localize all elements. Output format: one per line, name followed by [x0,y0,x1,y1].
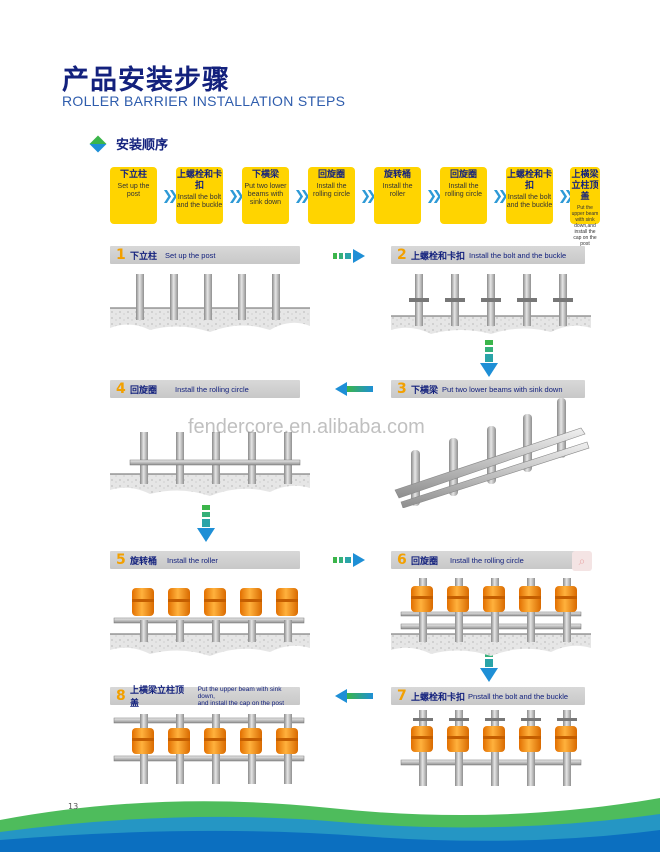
step-number: 7 [397,688,407,704]
flow-step: 下横梁 Put two lower beams with sink down [242,167,289,224]
step-title: 下立柱 [130,251,158,262]
step-title: 回旋圈 [411,556,439,567]
step-bar-6: 6 回旋圈 Install the rolling circle [391,551,585,569]
flow-step: 下立柱 Set up the post [110,167,157,224]
flow-step-title: 回旋圈 [317,170,345,180]
diamond-icon [89,135,107,152]
step-title: 上横梁立柱顶盖 [130,686,185,709]
flow-step-desc: Put two lower beams with sink down [244,183,287,206]
flow-step: 回旋圈 Install the rolling circle [440,167,487,224]
step-3-illustration [394,398,590,508]
step-number: 2 [397,247,407,263]
flow-step-desc: Put the upper beam with sink down,and in… [571,205,599,247]
step-title: 上螺栓和卡扣 [411,692,466,703]
arrow-right-icon [333,553,365,567]
flow-step-desc: Install the rolling circle [313,183,350,198]
step-number: 8 [116,688,126,704]
step-5-illustration [110,588,310,656]
arrow-right-icon [333,249,365,263]
footer-wave [0,798,660,852]
double-chevron-icon: ❯❯ [162,189,179,204]
step-title: 下横梁 [411,385,439,396]
flow-step-desc: Install the bolt and the buckle [506,194,553,209]
step-7-illustration [400,710,582,786]
step-8-illustration [113,714,305,784]
sequence-heading: 安装顺序 [89,134,169,153]
step-title: 上螺栓和卡扣 [411,251,466,262]
flow-step-title: 上螺栓和卡扣 [176,170,222,191]
step-desc: Set up the post [165,250,216,260]
step-desc: Install the rolling circle [450,555,524,565]
flow-step-title: 回旋圈 [449,170,477,180]
step-desc: Install the bolt and the buckle [469,250,567,260]
double-chevron-icon: ❯❯ [360,189,377,204]
step-bar-5: 5 旋转桶 Install the roller [110,551,300,569]
step-bar-1: 1 下立柱 Set up the post [110,246,300,264]
step-number: 6 [397,552,407,568]
double-chevron-icon: ❯❯ [426,189,443,204]
step-number: 5 [116,552,126,568]
arrow-left-icon [335,382,373,396]
flow-step-desc: Install the bolt and the buckle [176,194,223,209]
step-desc: Pnstall the bolt and the buckle [468,691,569,701]
step-bar-7: 7 上螺栓和卡扣 Pnstall the bolt and the buckle [391,687,585,705]
step-1-illustration [110,274,310,332]
step-desc: Install the rolling circle [175,384,249,394]
step-bar-4: 4 回旋圈 Install the rolling circle [110,380,300,398]
watermark: fendercore.en.alibaba.com [188,416,425,438]
flow-step-title: 下立柱 [119,170,147,180]
step-title: 回旋圈 [130,385,158,396]
double-chevron-icon: ❯❯ [228,189,245,204]
double-chevron-icon: ❯❯ [294,189,311,204]
arrow-left-icon [335,689,373,703]
sequence-label: 安装顺序 [116,138,169,153]
step-desc: Put the upper beam with sink down, and i… [198,686,300,707]
step-number: 4 [116,381,126,397]
step-bar-8: 8 上横梁立柱顶盖 Put the upper beam with sink d… [110,686,300,709]
step-desc-line: and install the cap on the post [197,699,285,707]
step-desc-line: Put the upper beam with sink down, [197,685,282,700]
flow-step-title: 上螺栓和卡扣 [506,170,552,191]
flow-step: 上螺栓和卡扣 Install the bolt and the buckle [506,167,553,224]
flow-step: 上螺栓和卡扣 Install the bolt and the buckle [176,167,223,224]
search-icon[interactable]: ⌕ [572,551,592,571]
step-number: 3 [397,381,407,397]
step-6-illustration [391,578,591,656]
sequence-flow: 下立柱 Set up the post ❯❯ 上螺栓和卡扣 Install th… [110,167,600,247]
page-number: 13 [68,802,79,811]
step-desc: Install the roller [167,555,218,565]
step-desc: Put two lower beams with sink down [442,384,563,394]
flow-step-desc: Set up the post [117,183,150,198]
flow-step: 回旋圈 Install the rolling circle [308,167,355,224]
arrow-down-icon [480,340,498,377]
page-title: 产品安装步骤 [62,65,230,96]
flow-step-desc: Install the rolling circle [445,183,482,198]
double-chevron-icon: ❯❯ [558,189,575,204]
step-bar-2: 2 上螺栓和卡扣 Install the bolt and the buckle [391,246,585,264]
step-2-illustration [391,274,591,334]
step-bar-3: 3 下横梁 Put two lower beams with sink down [391,380,585,398]
flow-step-desc: Install the roller [382,183,413,198]
flow-step-title: 下横梁 [251,170,279,180]
step-title: 旋转桶 [130,556,158,567]
step-4-illustration [110,432,310,496]
step-number: 1 [116,247,126,263]
flow-step: 上横梁立柱顶盖 Put the upper beam with sink dow… [570,167,600,247]
flow-step-title: 上横梁立柱顶盖 [571,170,599,202]
double-chevron-icon: ❯❯ [492,189,509,204]
arrow-down-icon [197,505,215,542]
flow-step: 旋转桶 Install the roller [374,167,421,224]
page-subtitle: ROLLER BARRIER INSTALLATION STEPS [62,93,346,109]
flow-step-title: 旋转桶 [383,170,411,180]
